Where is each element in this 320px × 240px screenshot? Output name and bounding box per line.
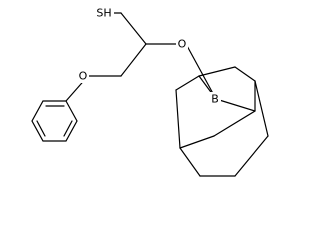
bond-ch2-ch <box>120 12 147 45</box>
atom-ether-oxygen-boron: O <box>176 36 188 51</box>
atom-boron: B <box>209 92 221 107</box>
atom-label-ether-oxygen-boron: O <box>178 38 187 51</box>
phenyl-ring <box>31 100 78 142</box>
bond-ch-ch2 <box>120 43 147 77</box>
cage-bond-3 <box>234 66 256 82</box>
cage-bond-9 <box>175 75 200 91</box>
atom-label-boron: B <box>211 93 219 106</box>
cage-bond-2 <box>198 66 236 77</box>
structural-formula-diagram: SH O O B <box>31 5 269 177</box>
cage-bond-4 <box>254 80 269 137</box>
cage-bond-8 <box>175 89 181 149</box>
bond-o-boron <box>185 43 217 100</box>
cage-bond-7 <box>179 147 201 177</box>
atom-thiol: SH <box>96 5 114 20</box>
atom-ether-oxygen-phenyl: O <box>77 68 89 83</box>
atom-label-ether-oxygen-phenyl: O <box>79 70 88 83</box>
cage-bond-10 <box>179 135 215 149</box>
cage-bond-11 <box>213 110 256 137</box>
phenyl-double-bond-3 <box>63 120 73 137</box>
cage-bond-13 <box>215 98 256 112</box>
atom-label-thiol: SH <box>96 7 111 20</box>
phenyl-double-bond-2 <box>36 120 46 137</box>
cage-bond-5 <box>234 135 269 177</box>
